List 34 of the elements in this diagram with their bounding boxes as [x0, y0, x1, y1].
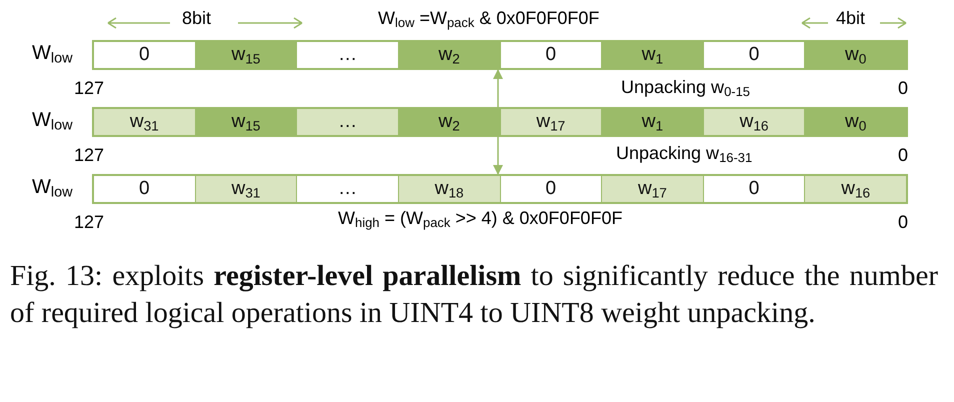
register-cell: w$_{1}$	[601, 42, 703, 68]
register-cell: w$_{17}$	[601, 176, 703, 202]
register-name: W$_{low}$	[32, 176, 72, 199]
bit-index: 127	[74, 145, 104, 166]
register-cell: w$_{17}$	[500, 109, 602, 135]
register-cell: w$_{0}$	[804, 109, 906, 135]
bit-index: 127	[74, 212, 104, 233]
register-cell: …	[296, 109, 398, 135]
register-cell: w$_{15}$	[194, 109, 296, 135]
formula-label: Unpacking w$_{16-31}$	[616, 143, 752, 164]
register-cell: w$_{31}$	[194, 176, 296, 202]
register-cell: w$_{2}$	[398, 109, 500, 135]
arrow	[493, 69, 503, 107]
bit-index: 0	[898, 145, 908, 166]
register-name: W$_{low}$	[32, 42, 72, 65]
figure-caption: Fig. 13: exploits register-level parallelism to significantly reduce the number of required logical operations in UINT4 to UINT8 weight unpacking.	[10, 259, 938, 331]
register-cell: w$_{16}$	[804, 176, 906, 202]
register-cell: w$_{31}$	[94, 109, 195, 135]
formula-label: W$_{high}$ = (W$_{pack}$ >> 4) & 0x0F0F0F0F	[338, 208, 622, 229]
formula-label: W$_{low}$ =W$_{pack}$ & 0x0F0F0F0F	[378, 8, 600, 29]
register-name: W$_{low}$	[32, 109, 72, 132]
bit-index: 0	[898, 212, 908, 233]
register-cell: w$_{1}$	[601, 109, 703, 135]
formula-label: Unpacking w$_{0-15}$	[621, 77, 750, 98]
register-cell: w$_{16}$	[702, 109, 804, 135]
register-cell: 0	[702, 42, 804, 68]
register-cell: w$_{15}$	[194, 42, 296, 68]
register-cell: 0	[702, 176, 804, 202]
register-cell: w$_{0}$	[804, 42, 906, 68]
bit-index: 127	[74, 78, 104, 99]
arrow	[493, 137, 503, 175]
register-cell: w$_{18}$	[398, 176, 500, 202]
register-cell: w$_{2}$	[398, 42, 500, 68]
bit-index: 0	[898, 78, 908, 99]
